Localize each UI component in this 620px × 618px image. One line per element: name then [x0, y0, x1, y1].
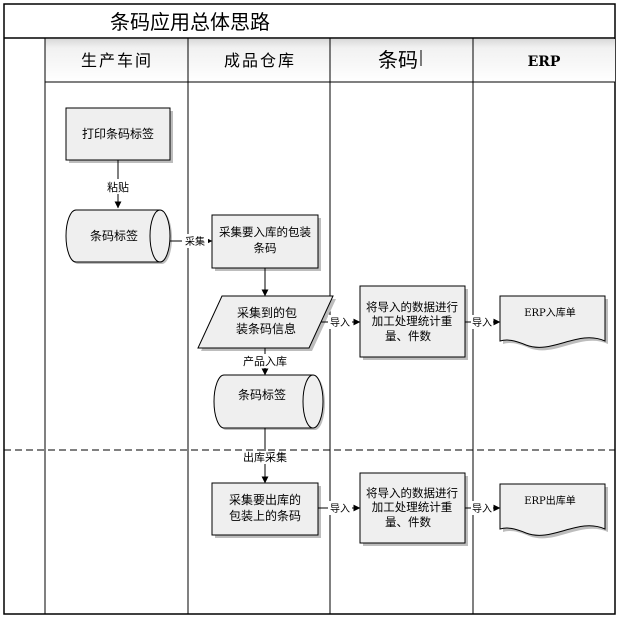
process-inbound-text-line2: 加工处理统计重 — [372, 314, 453, 328]
print-label-text: 打印条码标签 — [82, 126, 154, 141]
collect-label: 采集 — [185, 235, 205, 248]
label-drum-2-text: 条码标签 — [238, 387, 286, 402]
collect-outbound-box — [211, 482, 319, 536]
collect-inbound-text-line2: 条码 — [254, 241, 277, 255]
diagram-title: 条码应用总体思路 — [110, 10, 270, 34]
collect-inbound-text-line1: 采集要入库的包装 — [219, 225, 311, 239]
import-2-label-bg — [328, 501, 352, 515]
product-inbound-label: 产品入库 — [243, 354, 287, 368]
print-label-box — [65, 107, 171, 161]
import-4-label: 导入 — [472, 503, 492, 515]
collect-outbound-text-line1: 采集要出库的 — [229, 492, 301, 507]
erp-outbound-doc — [499, 483, 606, 536]
collect-label-bg — [182, 234, 208, 248]
process-inbound-box — [359, 285, 466, 358]
label-drum-2-end — [302, 374, 314, 429]
import-1-label-bg — [328, 315, 352, 329]
collected-info-text-line2: 装条码信息 — [236, 321, 296, 336]
import-3-label: 导入 — [472, 317, 492, 329]
outbound-collect-label-bg — [239, 451, 291, 464]
lane-header-erp: ERP — [528, 54, 561, 70]
collected-info-shape — [197, 295, 334, 349]
collect-inbound-box — [211, 214, 319, 269]
label-drum-text: 条码标签 — [90, 228, 138, 243]
paste-label-bg — [104, 179, 132, 194]
lane-header-warehouse: 成品仓库 — [224, 51, 296, 70]
process-outbound-text-line1: 将导入的数据进行 — [366, 486, 458, 500]
collect-outbound-text-line2: 包装上的条码 — [229, 508, 301, 523]
process-outbound-text-line3: 量、件数 — [385, 515, 431, 529]
erp-inbound-text: ERP入库单 — [524, 306, 576, 319]
process-inbound-text-line3: 量、件数 — [385, 329, 431, 343]
import-1-label: 导入 — [330, 317, 350, 329]
import-3-label-bg — [471, 315, 493, 329]
label-drum-end — [149, 209, 161, 263]
process-outbound-box — [359, 472, 466, 544]
product-inbound-label-bg — [239, 354, 291, 368]
lane-header-production: 生产车间 — [81, 51, 153, 70]
erp-inbound-doc — [499, 295, 606, 348]
process-inbound-text-line1: 将导入的数据进行 — [366, 300, 458, 314]
outbound-collect-label: 出库采集 — [243, 450, 287, 464]
lane-header-barcode: 条码 — [378, 48, 418, 72]
import-4-label-bg — [471, 501, 493, 515]
process-outbound-text-line2: 加工处理统计重 — [372, 500, 453, 514]
collected-info-text-line1: 采集到的包 — [237, 305, 297, 320]
erp-outbound-text: ERP出库单 — [524, 494, 576, 507]
paste-label: 粘贴 — [107, 180, 129, 194]
import-2-label: 导入 — [330, 503, 350, 515]
